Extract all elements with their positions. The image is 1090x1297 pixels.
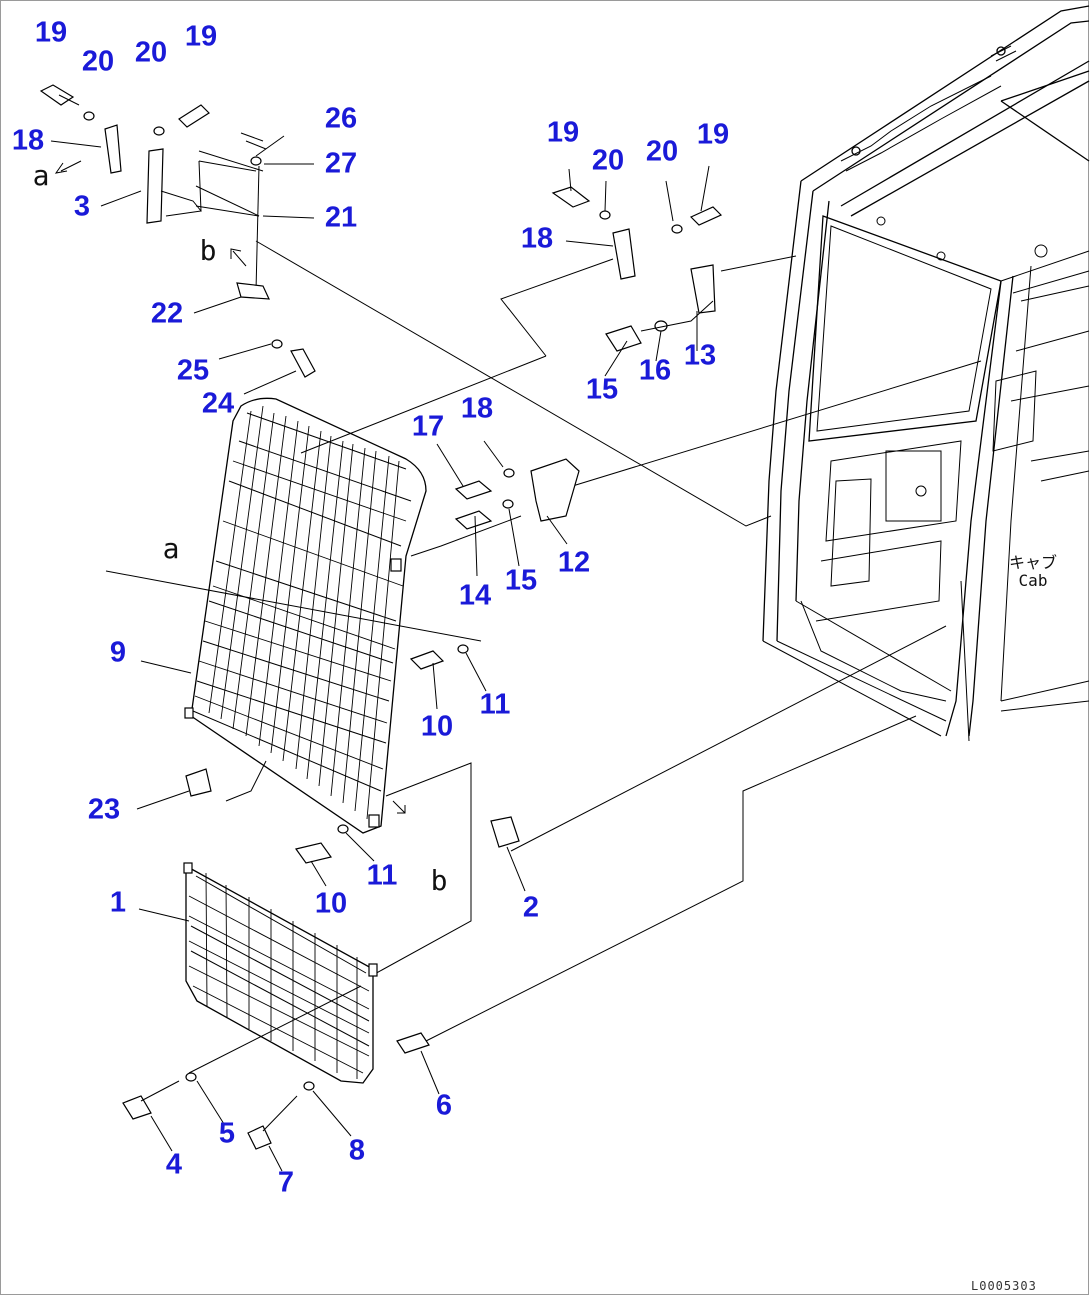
callout-22: 22	[150, 297, 184, 330]
callout-20-c: 20	[591, 144, 625, 177]
callout-18-b: 18	[520, 222, 554, 255]
callout-leaders	[50, 135, 710, 1172]
cab-frame	[762, 5, 1090, 742]
callout-21: 21	[324, 201, 358, 234]
callout-6: 6	[435, 1089, 453, 1122]
callout-14-b: 14	[458, 579, 492, 612]
lower-hardware	[122, 1032, 430, 1150]
callout-18-a: 18	[11, 124, 45, 157]
callout-11-b: 11	[366, 859, 398, 892]
callout-19-a: 19	[34, 16, 68, 49]
callout-20-d: 20	[645, 135, 679, 168]
callout-4: 4	[165, 1148, 183, 1181]
view-mark-a-top: a	[32, 159, 50, 192]
callout-10-a: 10	[420, 710, 454, 743]
callout-26: 26	[324, 102, 358, 135]
callout-19-b: 19	[184, 20, 218, 53]
callout-1: 1	[109, 886, 127, 919]
callout-17: 18	[460, 392, 494, 425]
callout-2: 2	[522, 891, 540, 924]
callout-15-b: 15	[504, 564, 538, 597]
callout-9: 9	[109, 636, 127, 669]
view-mark-b-bottom: b	[430, 864, 448, 897]
callout-19-d: 19	[696, 118, 730, 151]
callout-5: 5	[218, 1117, 236, 1150]
callout-15-a: 16	[638, 354, 672, 387]
drawing-code: L0005303	[971, 1279, 1037, 1293]
callout-20-a: 20	[81, 45, 115, 78]
upper-right-hardware	[551, 186, 723, 352]
callout-13: 13	[683, 339, 717, 372]
callout-12: 12	[557, 546, 591, 579]
view-mark-a-mid: a	[162, 532, 180, 565]
callout-11-a: 11	[479, 688, 511, 721]
upper-mesh-guard	[184, 397, 427, 834]
callout-7: 7	[277, 1166, 295, 1199]
upper-left-hardware	[39, 84, 316, 378]
middle-hardware	[185, 458, 580, 864]
cab-label-en: Cab	[1018, 571, 1048, 591]
view-mark-b-top: b	[199, 234, 217, 267]
callout-27: 27	[324, 147, 358, 180]
callout-20-b: 20	[134, 36, 168, 69]
callout-3: 3	[73, 190, 91, 223]
callout-25: 25	[176, 354, 210, 387]
callout-14-a: 15	[585, 373, 619, 406]
cab-label: キャブ Cab	[1009, 553, 1058, 591]
callout-16: 17	[411, 410, 445, 443]
callout-24: 24	[201, 387, 235, 420]
callout-23: 23	[87, 793, 121, 826]
leader-lines	[105, 150, 982, 1074]
callout-8: 8	[348, 1134, 366, 1167]
lower-mesh-guard	[183, 862, 378, 1084]
callout-19-c: 19	[546, 116, 580, 149]
cab-label-jp: キャブ	[1009, 553, 1058, 572]
callout-10-b: 10	[314, 887, 348, 920]
